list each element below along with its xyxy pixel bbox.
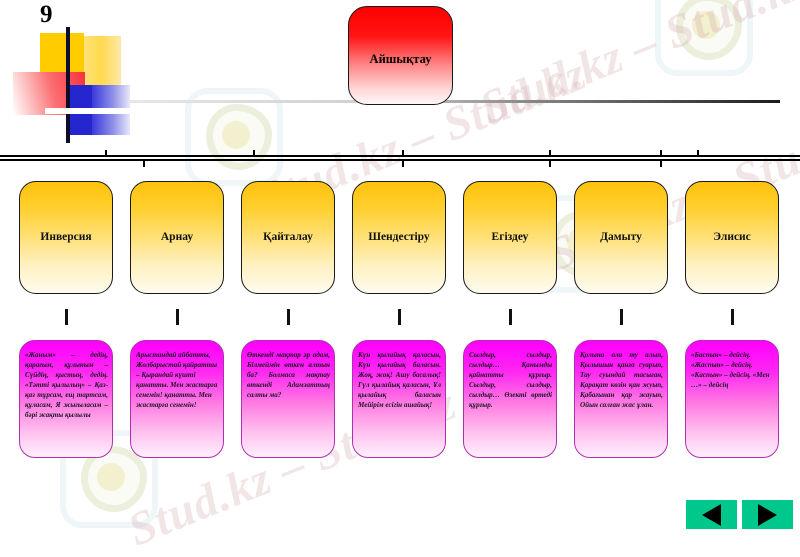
category-label: Арнау <box>160 231 194 244</box>
title-box: Айшықтау <box>348 6 453 105</box>
column-egizdeu: Егіздеу Сылдыр, сылдыр, сылдыр… Қанымды … <box>463 181 557 458</box>
column-elisis: Элисис «Баспын» – дейсің. «Жаспын» – дей… <box>685 181 779 458</box>
category-box-arnau[interactable]: Арнау <box>130 181 224 294</box>
category-label: Қайталау <box>263 231 313 244</box>
arrow-right-icon <box>758 503 777 526</box>
divider-tick <box>549 150 551 157</box>
watermark-square-1 <box>655 0 753 76</box>
page-number: 9 <box>40 1 53 28</box>
quote-text: «Баспын» – дейсің. «Жаспын» – дейсің. «К… <box>691 351 770 390</box>
quote-text: Сылдыр, сылдыр, сылдыр… Қанымды қайнатты… <box>469 351 552 410</box>
quote-box-shendestiru[interactable]: Күн қылайық қаласын, Күн қылайық баласын… <box>352 340 446 458</box>
category-label: Элисис <box>713 231 751 244</box>
category-label: Дамыту <box>600 231 642 244</box>
quote-box-arnau[interactable]: Арыстандай айбатты, Жолбарыстай қайратты… <box>130 340 224 458</box>
category-box-elisis[interactable]: Элисис <box>685 181 779 294</box>
stud-kz-logo <box>13 27 145 143</box>
quote-text: Өткенді мақтар әр адам, Білмеймін өткен … <box>247 351 330 400</box>
next-slide-button[interactable] <box>742 500 793 529</box>
category-label: Шендестіру <box>368 231 430 244</box>
column-qaytalau: Қайталау Өткенді мақтар әр адам, Білмейм… <box>241 181 335 458</box>
quote-box-damytu[interactable]: Қолына ала ту алып, Қылышын қанға суарып… <box>574 340 668 458</box>
connector-stem <box>397 309 401 325</box>
divider-bar-bottom <box>0 159 800 161</box>
category-box-shendestiru[interactable]: Шендестіру <box>352 181 446 294</box>
logo-horizontal-line <box>45 108 145 114</box>
quote-box-inversiya[interactable]: «Жаным» – дедің, қарағым, құлыным – Сүйд… <box>19 340 113 458</box>
divider-tick <box>660 150 662 157</box>
watermark-flower-1 <box>676 0 742 60</box>
connector-stem <box>175 309 179 325</box>
connector-stem <box>64 309 68 325</box>
page-title: Айшықтау <box>369 52 432 66</box>
category-label: Инверсия <box>40 231 92 244</box>
quote-text: Күн қылайық қаласын, Күн қылайық баласын… <box>358 351 441 410</box>
divider-tick <box>402 150 404 157</box>
column-inversiya: Инверсия «Жаным» – дедің, қарағым, құлын… <box>19 181 113 458</box>
quote-text: «Жаным» – дедің, қарағым, құлыным – Сүйд… <box>25 351 108 420</box>
divider-tick <box>105 150 107 157</box>
divider-tick <box>143 160 145 167</box>
divider-tick <box>402 160 404 167</box>
divider-tick <box>697 150 699 157</box>
category-box-damytu[interactable]: Дамыту <box>574 181 668 294</box>
connector-stem <box>619 309 623 325</box>
divider-tick <box>549 160 551 167</box>
previous-slide-button[interactable] <box>686 500 737 529</box>
quote-text: Қолына ала ту алып, Қылышын қанға суарып… <box>580 351 663 410</box>
column-arnau: Арнау Арыстандай айбатты, Жолбарыстай қа… <box>130 181 224 458</box>
logo-yellow-gradient-rect <box>84 36 121 88</box>
quote-box-elisis[interactable]: «Баспын» – дейсің. «Жаспын» – дейсің. «К… <box>685 340 779 458</box>
category-label: Егіздеу <box>491 231 529 244</box>
category-box-egizdeu[interactable]: Егіздеу <box>463 181 557 294</box>
connector-stem <box>286 309 290 325</box>
quote-text: Арыстандай айбатты, Жолбарыстай қайратты… <box>136 351 218 410</box>
quote-box-qaytalau[interactable]: Өткенді мақтар әр адам, Білмеймін өткен … <box>241 340 335 458</box>
quote-box-egizdeu[interactable]: Сылдыр, сылдыр, сылдыр… Қанымды қайнатты… <box>463 340 557 458</box>
column-damytu: Дамыту Қолына ала ту алып, Қылышын қанға… <box>574 181 668 458</box>
connector-stem <box>508 309 512 325</box>
column-shendestiru: Шендестіру Күн қылайық қаласын, Күн қыла… <box>352 181 446 458</box>
divider-rule <box>0 150 800 167</box>
logo-vertical-line <box>66 27 70 143</box>
divider-tick <box>253 150 255 157</box>
arrow-left-icon <box>702 503 721 526</box>
divider-bar-top <box>0 155 800 157</box>
category-box-inversiya[interactable]: Инверсия <box>19 181 113 294</box>
watermark-text-1: Stud.kz – Stud.kz <box>472 0 800 135</box>
connector-stem <box>730 309 734 325</box>
category-box-qaytalau[interactable]: Қайталау <box>241 181 335 294</box>
divider-tick <box>660 160 662 167</box>
